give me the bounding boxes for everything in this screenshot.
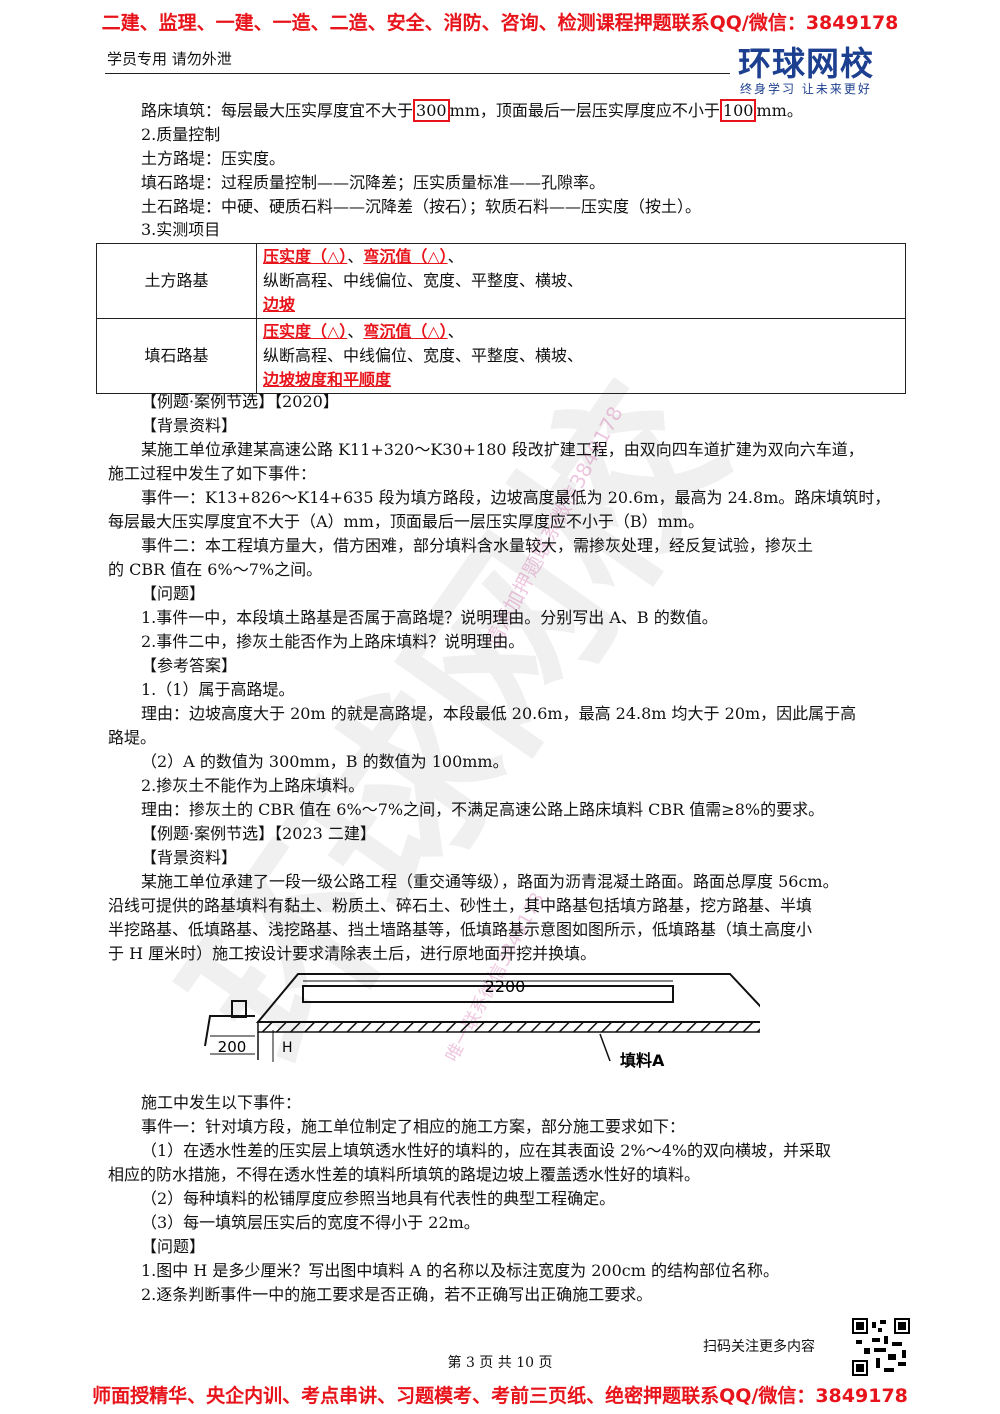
measured-items-table: 土方路基 压实度（△）、弯沉值（△）、 纵断高程、中线偏位、宽度、平整度、横坡、… (96, 243, 906, 394)
table-row: 填石路基 压实度（△）、弯沉值（△）、 纵断高程、中线偏位、宽度、平整度、横坡、… (96, 318, 906, 394)
dim-200-label: 200 (218, 1038, 247, 1056)
low-fill-subgrade-diagram: 2200 200 H 填料A (204, 973, 760, 1070)
example-1-question: 2.事件二中，掺灰土能否作为上路床填料？说明理由。 (141, 632, 525, 651)
example-2-requirement: （2）每种填料的松铺厚度应参照当地具有代表性的典型工程确定。 (141, 1189, 616, 1208)
page-number: 第 3 页 共 10 页 (447, 1355, 553, 1371)
example-1-paragraph: 某施工单位承建某高速公路 K11+320～K30+180 段改扩建工程，由双向四… (141, 440, 864, 459)
row-content: 压实度（△）、弯沉值（△）、 纵断高程、中线偏位、宽度、平整度、横坡、 边坡 (256, 243, 906, 319)
heading-quality-control: 2.质量控制 (141, 125, 221, 144)
example-1-questions-label: 【问题】 (141, 584, 206, 603)
example-1-answer: 1.（1）属于高路堤。 (141, 680, 295, 699)
brand-slogan: 终身学习 让未来更好 (740, 82, 872, 96)
row-label: 土方路基 (96, 243, 257, 319)
example-1-title: 【例题·案例节选】【2020】 (141, 392, 339, 411)
value-box-100: 100 (719, 99, 757, 122)
text-earth-embankment: 土方路堤：压实度。 (141, 149, 286, 168)
promo-banner-bottom: 师面授精华、央企内训、考点串讲、习题模考、考前三页纸、绝密押题联系QQ/微信：3… (92, 1385, 908, 1407)
qr-code-icon (852, 1318, 910, 1376)
replacement-layer (257, 1021, 760, 1033)
example-1-answer: 2.掺灰土不能作为上路床填料。 (141, 776, 365, 795)
example-2-requirement: （3）每一填筑层压实后的宽度不得小于 22m。 (141, 1213, 480, 1232)
example-1-paragraph: 事件一：K13+826～K14+635 段为填方路段，边坡高度最低为 20.6m… (141, 488, 891, 507)
example-1-background-label: 【背景资料】 (141, 416, 238, 435)
example-2-event: 事件一：针对填方段，施工单位制定了相应的施工方案，部分施工要求如下： (141, 1117, 686, 1136)
header-divider (105, 73, 730, 74)
example-2-paragraph: 半挖路基、低填路基、浅挖路基、挡土墙路基等，低填路基示意图如图所示，低填路基（填… (108, 920, 813, 939)
example-2-requirement: （1）在透水性差的压实层上填筑透水性好的填料的，应在其表面设 2%～4%的双向横… (141, 1141, 832, 1160)
example-2-background-label: 【背景资料】 (141, 848, 238, 867)
example-1-answer: 路堤。 (108, 728, 157, 747)
header-notice: 学员专用 请勿外泄 (107, 50, 232, 68)
scan-qr-caption: 扫码关注更多内容 (703, 1339, 815, 1355)
example-1-answer: 理由：边坡高度大于 20m 的就是高路堤，本段最低 20.6m，最高 24.8m… (141, 704, 857, 723)
example-1-paragraph: 施工过程中发生了如下事件： (108, 464, 317, 483)
row-label: 填石路基 (96, 318, 257, 394)
example-2-question: 1.图中 H 是多少厘米？写出图中填料 A 的名称以及标注宽度为 200cm 的… (141, 1261, 779, 1280)
example-2-question: 2.逐条判断事件一中的施工要求是否正确，若不正确写出正确施工要求。 (141, 1285, 653, 1304)
brand-logo: 环球网校 (738, 44, 874, 83)
example-1-question: 1.事件一中，本段填土路基是否属于高路堤？说明理由。分别写出 A、B 的数值。 (141, 608, 718, 627)
example-2-title: 【例题·案例节选】【2023 二建】 (141, 824, 376, 843)
row-content: 压实度（△）、弯沉值（△）、 纵断高程、中线偏位、宽度、平整度、横坡、 边坡坡度… (256, 318, 906, 394)
example-1-paragraph: 事件二：本工程填方量大，借方困难，部分填料含水量较大，需掺灰处理，经反复试验，掺… (141, 536, 814, 555)
dim-2200-label: 2200 (485, 977, 526, 996)
example-2-questions-label: 【问题】 (141, 1237, 206, 1256)
example-2-paragraph: 某施工单位承建了一段一级公路工程（重交通等级），路面为沥青混凝土路面。路面总厚度… (141, 872, 839, 891)
text-earth-rock-embankment: 土石路堤：中硬、硬质石料——沉降差（按石）；软质石料——压实度（按土）。 (141, 197, 702, 216)
example-1-answer: （2）A 的数值为 300mm，B 的数值为 100mm。 (141, 752, 509, 771)
example-1-answer-label: 【参考答案】 (141, 656, 238, 675)
text-rock-embankment: 填石路堤：过程质量控制——沉降差；压实质量标准——孔隙率。 (141, 173, 606, 192)
example-1-paragraph: 的 CBR 值在 6%～7%之间。 (108, 560, 323, 579)
heading-measured-items: 3.实测项目 (141, 220, 221, 239)
dim-h-label: H (282, 1040, 293, 1056)
example-2-events-intro: 施工中发生以下事件： (141, 1093, 302, 1112)
table-row: 土方路基 压实度（△）、弯沉值（△）、 纵断高程、中线偏位、宽度、平整度、横坡、… (96, 243, 906, 319)
value-box-300: 300 (413, 99, 450, 122)
fill-a-label: 填料A (620, 1051, 665, 1070)
example-1-paragraph: 每层最大压实厚度宜不大于（A）mm，顶面最后一层压实厚度应不小于（B）mm。 (108, 512, 705, 531)
example-2-paragraph: 于 H 厘米时）施工按设计要求清除表土后，进行原地面开挖并换填。 (108, 944, 597, 963)
promo-banner-top: 二建、监理、一建、一造、二造、安全、消防、咨询、检测课程押题联系QQ/微信：38… (101, 12, 899, 34)
example-1-answer: 理由：掺灰土的 CBR 值在 6%～7%之间，不满足高速公路上路床填料 CBR … (141, 800, 825, 819)
example-2-paragraph: 沿线可提供的路基填料有黏土、粉质土、碎石土、砂性土，其中路基包括填方路基，挖方路… (108, 896, 813, 915)
example-2-requirement: 相应的防水措施，不得在透水性差的填料所填筑的路堤边坡上覆盖透水性好的填料。 (108, 1165, 701, 1184)
